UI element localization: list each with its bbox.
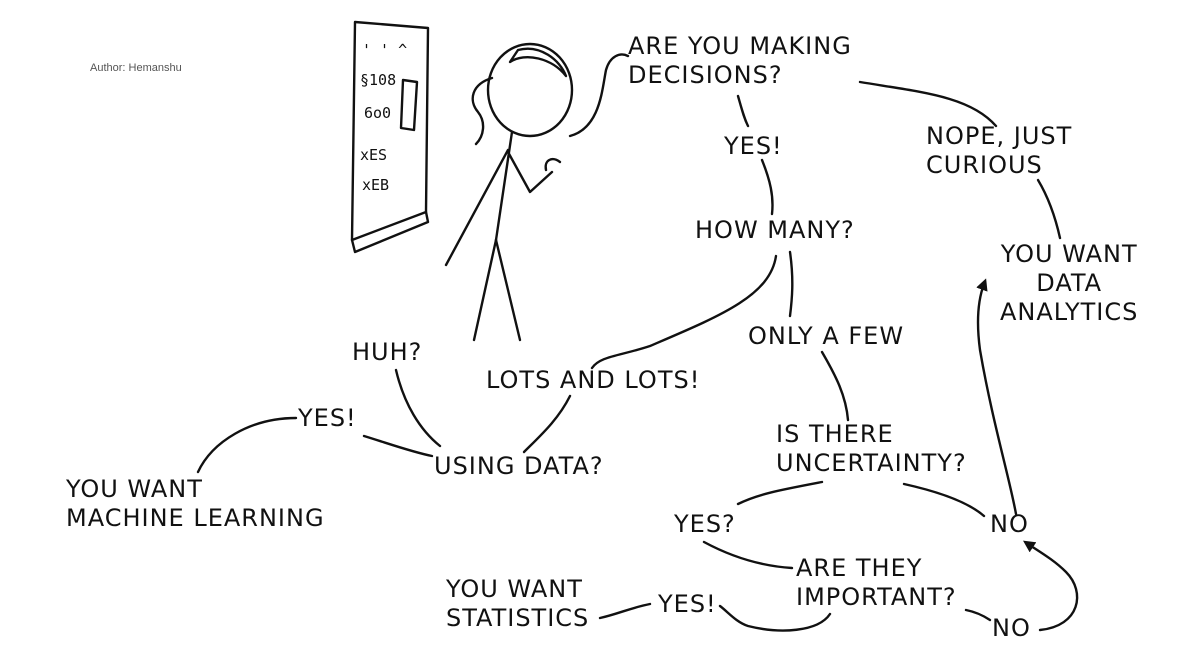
board-line-4: xES — [360, 146, 387, 164]
node-only-a-few: ONLY A FEW — [748, 322, 905, 350]
node-huh: HUH? — [352, 338, 423, 366]
board-line-3: 6o0 — [364, 104, 391, 122]
board-line-2: §108 — [360, 71, 396, 89]
whiteboard: ' ' ^ §108 6o0 xES xEB — [350, 20, 430, 254]
node-are-they-important: ARE THEY IMPORTANT? — [796, 554, 957, 611]
board-line-5: xEB — [362, 176, 389, 194]
board-line-1: ' ' ^ — [362, 41, 407, 59]
connectors — [196, 80, 1079, 632]
node-yes-statistics: YES! — [658, 590, 717, 618]
node-yes-uncertainty: YES? — [674, 510, 736, 538]
node-using-data: USING DATA? — [434, 452, 604, 480]
node-making-decisions: ARE YOU MAKING DECISIONS? — [628, 32, 852, 89]
node-statistics: YOU WANT STATISTICS — [446, 575, 590, 632]
node-yes-decisions: YES! — [724, 132, 783, 160]
node-lots-and-lots: LOTS AND LOTS! — [486, 366, 701, 394]
node-data-analytics: YOU WANT DATA ANALYTICS — [1000, 240, 1139, 326]
stick-figure — [444, 42, 574, 342]
node-is-there-uncertainty: IS THERE UNCERTAINTY? — [776, 420, 967, 477]
node-machine-learning: YOU WANT MACHINE LEARNING — [66, 475, 325, 532]
author-credit: Author: Hemanshu — [90, 62, 182, 74]
speech-tail — [568, 53, 630, 138]
node-yes-machine-learning: YES! — [298, 404, 357, 432]
node-nope-just-curious: NOPE, JUST CURIOUS — [926, 122, 1073, 179]
node-no-important: NO — [992, 614, 1031, 642]
node-no-uncertainty: NO — [990, 510, 1029, 538]
node-how-many: HOW MANY? — [695, 216, 855, 244]
